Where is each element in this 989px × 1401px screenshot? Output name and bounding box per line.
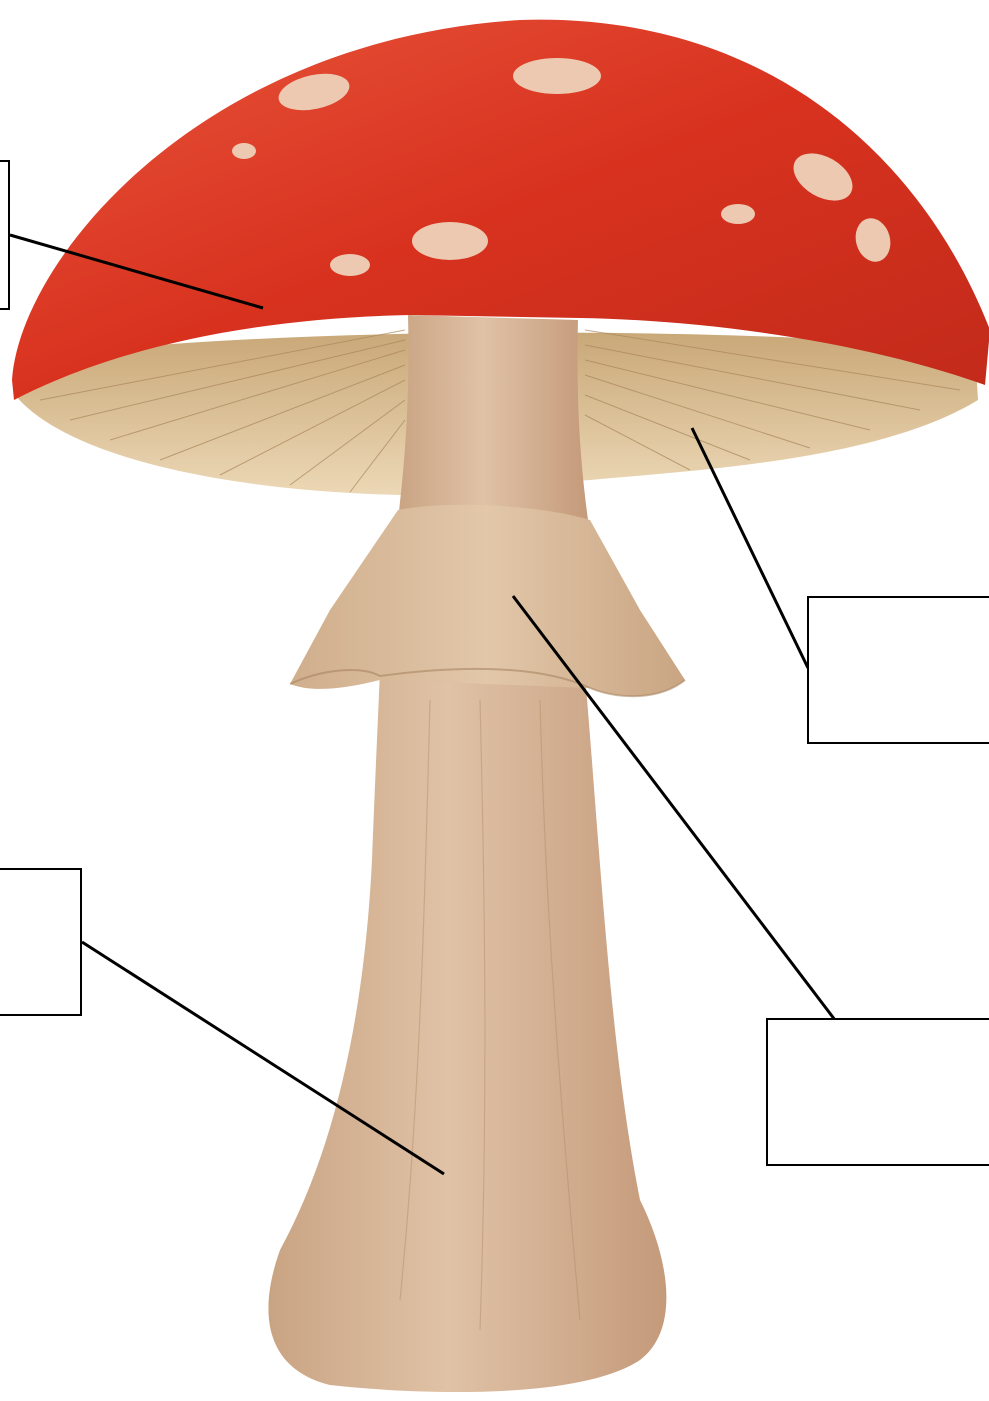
label-box-cap[interactable] — [0, 160, 10, 310]
stem-ring — [290, 505, 685, 696]
label-box-ring[interactable] — [766, 1018, 989, 1166]
lower-stem — [268, 670, 666, 1392]
upper-stem — [398, 315, 588, 520]
label-box-gills[interactable] — [807, 596, 989, 744]
label-box-stem[interactable] — [0, 868, 82, 1016]
